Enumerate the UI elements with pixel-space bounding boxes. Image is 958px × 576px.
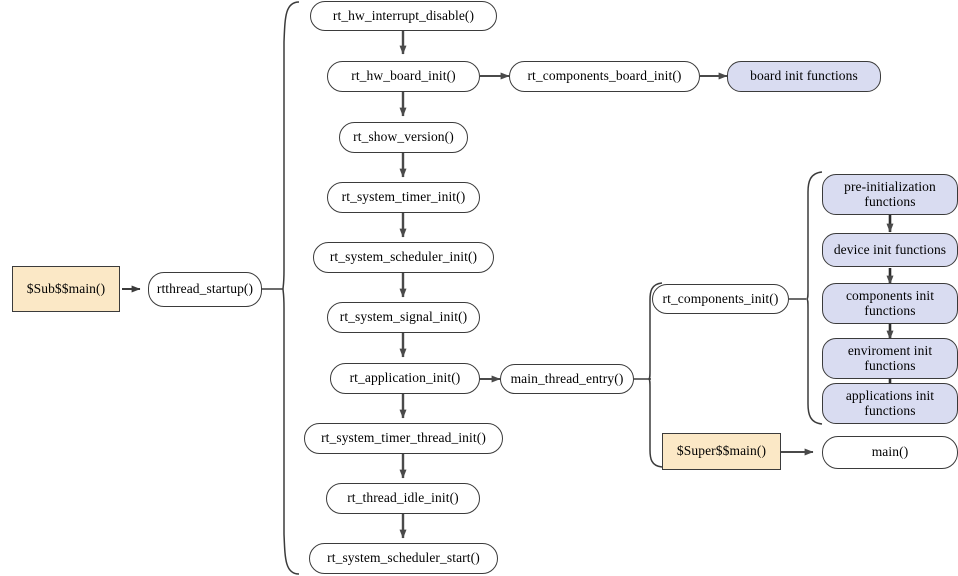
- node-label: applications init functions: [827, 389, 953, 418]
- node-label: rt_application_init(): [349, 370, 461, 386]
- brace-components-init-group: [805, 171, 823, 425]
- node-super-main[interactable]: $Super$$main(): [662, 433, 781, 470]
- node-label: rtthread_startup(): [156, 281, 254, 297]
- node-label: rt_system_scheduler_init(): [329, 249, 478, 265]
- node-label: pre-initialization functions: [827, 180, 953, 209]
- node-label-line2: functions: [864, 357, 916, 373]
- node-rt-application-init[interactable]: rt_application_init(): [330, 363, 480, 394]
- node-components-init-functions[interactable]: components init functions: [822, 283, 958, 324]
- node-label: $Super$$main(): [676, 443, 767, 459]
- node-label: rt_components_init(): [662, 290, 779, 306]
- node-label: enviroment init functions: [827, 344, 953, 373]
- node-rt-system-scheduler-start[interactable]: rt_system_scheduler_start(): [309, 543, 498, 574]
- node-label-line2: functions: [864, 302, 916, 318]
- node-label-line1: components init: [845, 288, 935, 304]
- brace-main-column: [282, 1, 300, 575]
- node-label: rt_show_version(): [353, 129, 454, 145]
- node-board-init-functions[interactable]: board init functions: [727, 61, 881, 92]
- node-label: rt_hw_board_init(): [351, 68, 456, 84]
- node-rt-system-scheduler-init[interactable]: rt_system_scheduler_init(): [313, 242, 494, 273]
- node-main[interactable]: main(): [822, 436, 958, 469]
- node-rt-system-timer-thread-init[interactable]: rt_system_timer_thread_init(): [304, 423, 503, 454]
- node-label: device init functions: [833, 241, 947, 257]
- node-main-thread-entry[interactable]: main_thread_entry(): [500, 364, 634, 394]
- node-rt-system-timer-init[interactable]: rt_system_timer_init(): [327, 182, 480, 213]
- node-label: main(): [871, 444, 909, 460]
- node-label-line1: pre-initialization: [844, 179, 936, 195]
- node-label-line1: enviroment init: [847, 343, 933, 359]
- node-rt-components-board-init[interactable]: rt_components_board_init(): [509, 61, 700, 92]
- node-label: board init functions: [750, 68, 858, 84]
- node-label: rt_system_timer_thread_init(): [321, 430, 486, 446]
- node-label: rt_components_board_init(): [527, 68, 682, 84]
- node-label: rt_system_timer_init(): [341, 189, 466, 205]
- node-rt-hw-board-init[interactable]: rt_hw_board_init(): [327, 61, 480, 92]
- node-label-line2: functions: [864, 402, 916, 418]
- node-pre-initialization-functions[interactable]: pre-initialization functions: [822, 174, 958, 215]
- node-label: components init functions: [827, 289, 953, 318]
- node-rt-system-signal-init[interactable]: rt_system_signal_init(): [327, 302, 480, 333]
- node-applications-init-functions[interactable]: applications init functions: [822, 383, 958, 424]
- node-sub-main[interactable]: $Sub$$main(): [12, 266, 120, 312]
- node-rt-thread-idle-init[interactable]: rt_thread_idle_init(): [326, 483, 480, 514]
- node-label-line2: functions: [864, 193, 916, 209]
- node-rtthread-startup[interactable]: rtthread_startup(): [148, 272, 262, 307]
- node-label: main_thread_entry(): [510, 370, 624, 386]
- node-rt-show-version[interactable]: rt_show_version(): [339, 122, 468, 153]
- node-rt-components-init[interactable]: rt_components_init(): [652, 284, 789, 314]
- node-label: rt_hw_interrupt_disable(): [332, 7, 475, 23]
- node-label: rt_system_signal_init(): [339, 309, 468, 325]
- node-label: $Sub$$main(): [26, 280, 106, 296]
- node-device-init-functions[interactable]: device init functions: [822, 233, 958, 267]
- node-label: rt_thread_idle_init(): [347, 490, 459, 506]
- node-label: rt_system_scheduler_start(): [327, 550, 480, 566]
- node-enviroment-init-functions[interactable]: enviroment init functions: [822, 338, 958, 379]
- node-rt-hw-interrupt-disable[interactable]: rt_hw_interrupt_disable(): [310, 1, 497, 31]
- node-label-line1: applications init: [845, 388, 935, 404]
